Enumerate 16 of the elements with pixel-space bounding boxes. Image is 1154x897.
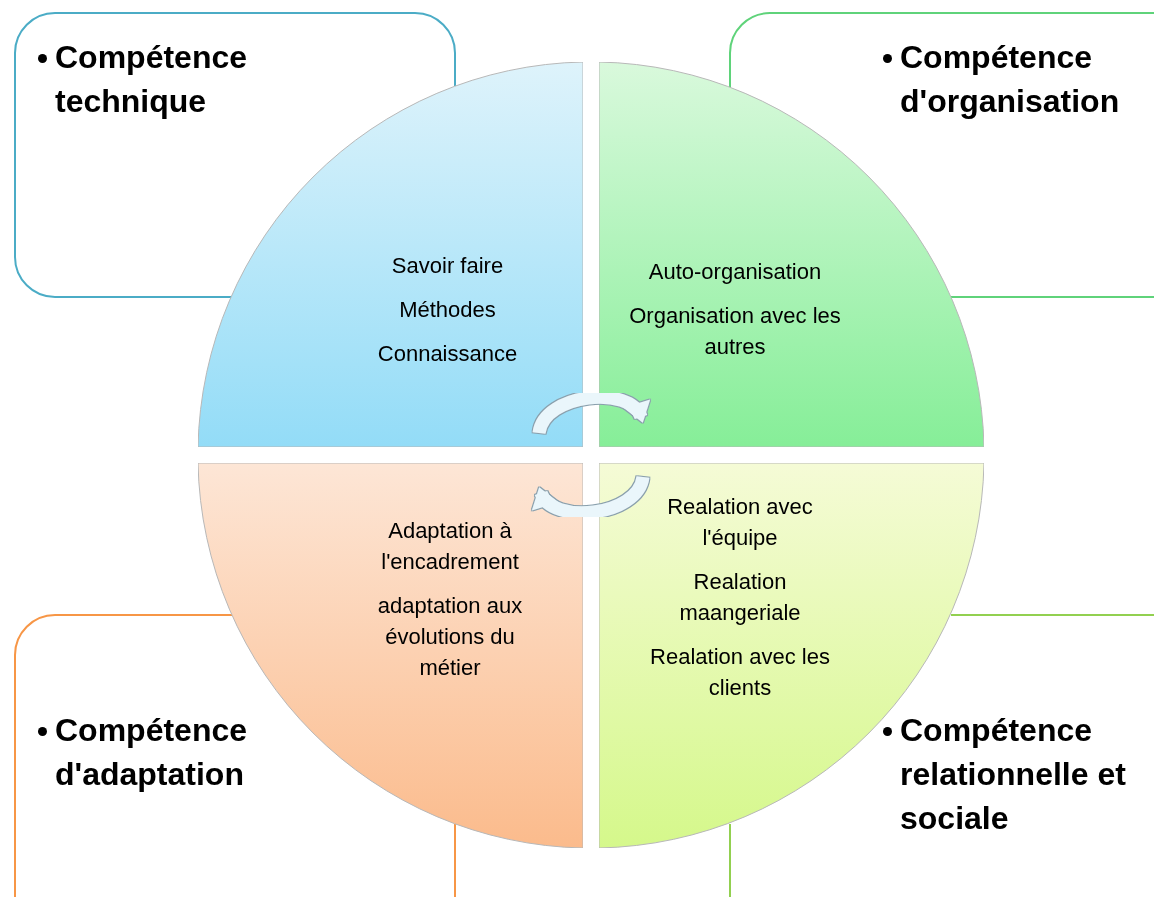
quadrant-text: adaptation aux évolutions du métier	[376, 592, 524, 682]
quadrant-text: Méthodes	[398, 296, 497, 324]
quadrant-text: Savoir faire	[390, 252, 505, 280]
category-heading: Compétence relationnelle et sociale	[900, 711, 1127, 838]
quadrant-text: Realation avec l'équipe	[666, 493, 814, 552]
quadrant-text: Realation avec les clients	[649, 643, 831, 702]
category-heading: Compétence technique	[55, 38, 249, 121]
category-heading: Compétence d'adaptation	[55, 711, 249, 794]
quadrant-text: Adaptation à l'encadrement	[380, 517, 520, 576]
quadrant-text: Organisation avec les autres	[628, 302, 842, 361]
quadrant-text: Auto-organisation	[647, 258, 823, 286]
quadrant-text: Realation maangeriale	[678, 568, 802, 627]
category-heading: Compétence d'organisation	[900, 38, 1121, 121]
curved-arrow	[532, 390, 647, 435]
quadrant-text: Connaissance	[376, 340, 519, 368]
curved-arrow	[535, 475, 650, 520]
